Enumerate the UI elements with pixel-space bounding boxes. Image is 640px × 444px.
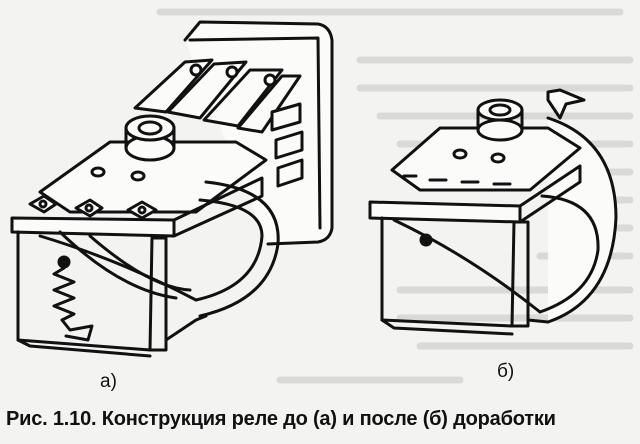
return-spring bbox=[52, 255, 94, 342]
terminal-tabs bbox=[270, 102, 304, 188]
relay-after bbox=[368, 88, 618, 336]
label-relay-before: а) bbox=[100, 371, 117, 392]
label-relay-after: б) bbox=[497, 361, 515, 382]
solder-lugs bbox=[28, 194, 158, 220]
figure-caption: Рис. 1.10. Конструкция реле до (а) и пос… bbox=[6, 408, 556, 430]
contact-fingers bbox=[133, 58, 302, 134]
relay-before bbox=[10, 20, 334, 358]
